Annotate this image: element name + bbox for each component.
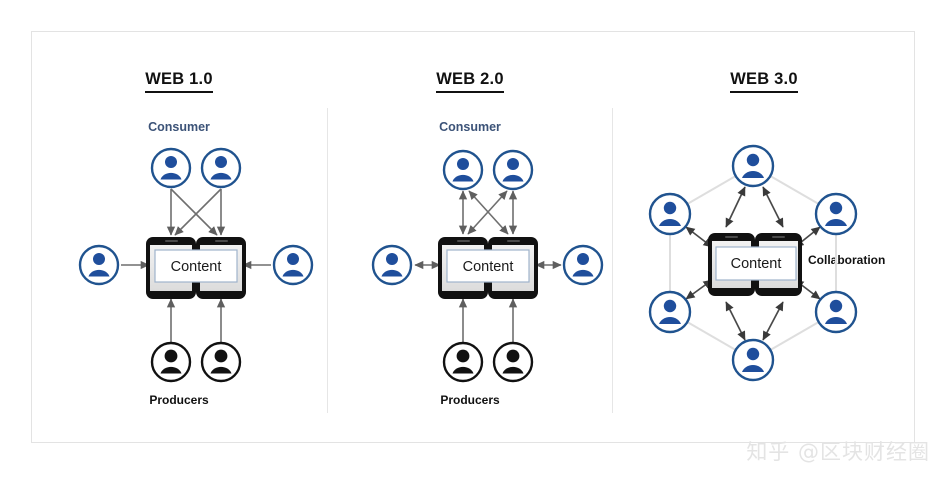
- label-producers-web2: Producers: [440, 393, 500, 407]
- watermark: 知乎 @区块财经圈: [746, 440, 930, 464]
- mesh-node-lower-right-web3: [814, 290, 858, 334]
- consumer-node-2-web1: [200, 147, 242, 189]
- panel-divider-2: [612, 108, 613, 413]
- mesh-node-bottom-web3: [731, 338, 775, 382]
- panel-web1: WEB 1.0 Consumer Producers: [31, 31, 327, 443]
- panel-web3: WEB 3.0 Collaboration: [613, 31, 915, 443]
- panel-title-web1: WEB 1.0: [31, 70, 327, 93]
- panel-divider-1: [327, 108, 328, 413]
- producer-node-2-web2: [492, 341, 534, 383]
- side-node-left-web1: [78, 244, 120, 286]
- producer-node-2-web1: [200, 341, 242, 383]
- consumer-node-2-web2: [492, 149, 534, 191]
- label-collaboration: Collaboration: [808, 253, 886, 267]
- panel-web1-graphics: Content: [78, 147, 314, 383]
- mesh-node-top-web3: [731, 144, 775, 188]
- panel-web2: WEB 2.0 Consumer Producers: [328, 31, 612, 443]
- content-label-web2: Content: [463, 259, 514, 275]
- consumer-node-1-web1: [150, 147, 192, 189]
- side-node-right-web1: [272, 244, 314, 286]
- arrows-consumer-web2: [458, 190, 518, 235]
- label-producers-web1: Producers: [149, 393, 209, 407]
- content-box-web2: [446, 249, 530, 283]
- producer-node-1-web2: [442, 341, 484, 383]
- panel-title-web3-text: WEB 3.0: [730, 70, 798, 93]
- arrows-consumer-web1: [166, 188, 226, 236]
- panel-web3-graphics: Content: [648, 144, 858, 382]
- label-consumer-web2: Consumer: [439, 120, 501, 134]
- mesh-node-upper-right-web3: [814, 192, 858, 236]
- consumer-node-1-web2: [442, 149, 484, 191]
- content-box-web3: [715, 246, 797, 281]
- panel-title-web1-text: WEB 1.0: [145, 70, 213, 93]
- side-node-right-web2: [562, 244, 604, 286]
- content-label-web1: Content: [171, 259, 222, 275]
- mesh-node-lower-left-web3: [648, 290, 692, 334]
- panel-title-web3: WEB 3.0: [613, 70, 915, 93]
- mesh-node-upper-left-web3: [648, 192, 692, 236]
- side-node-left-web2: [371, 244, 413, 286]
- panel-web2-graphics: Content: [371, 149, 604, 383]
- label-consumer-web1: Consumer: [148, 120, 210, 134]
- producer-node-1-web1: [150, 341, 192, 383]
- content-box-web1: [154, 249, 238, 283]
- content-label-web3: Content: [731, 256, 782, 272]
- panel-title-web2: WEB 2.0: [328, 70, 612, 93]
- panel-title-web2-text: WEB 2.0: [436, 70, 504, 93]
